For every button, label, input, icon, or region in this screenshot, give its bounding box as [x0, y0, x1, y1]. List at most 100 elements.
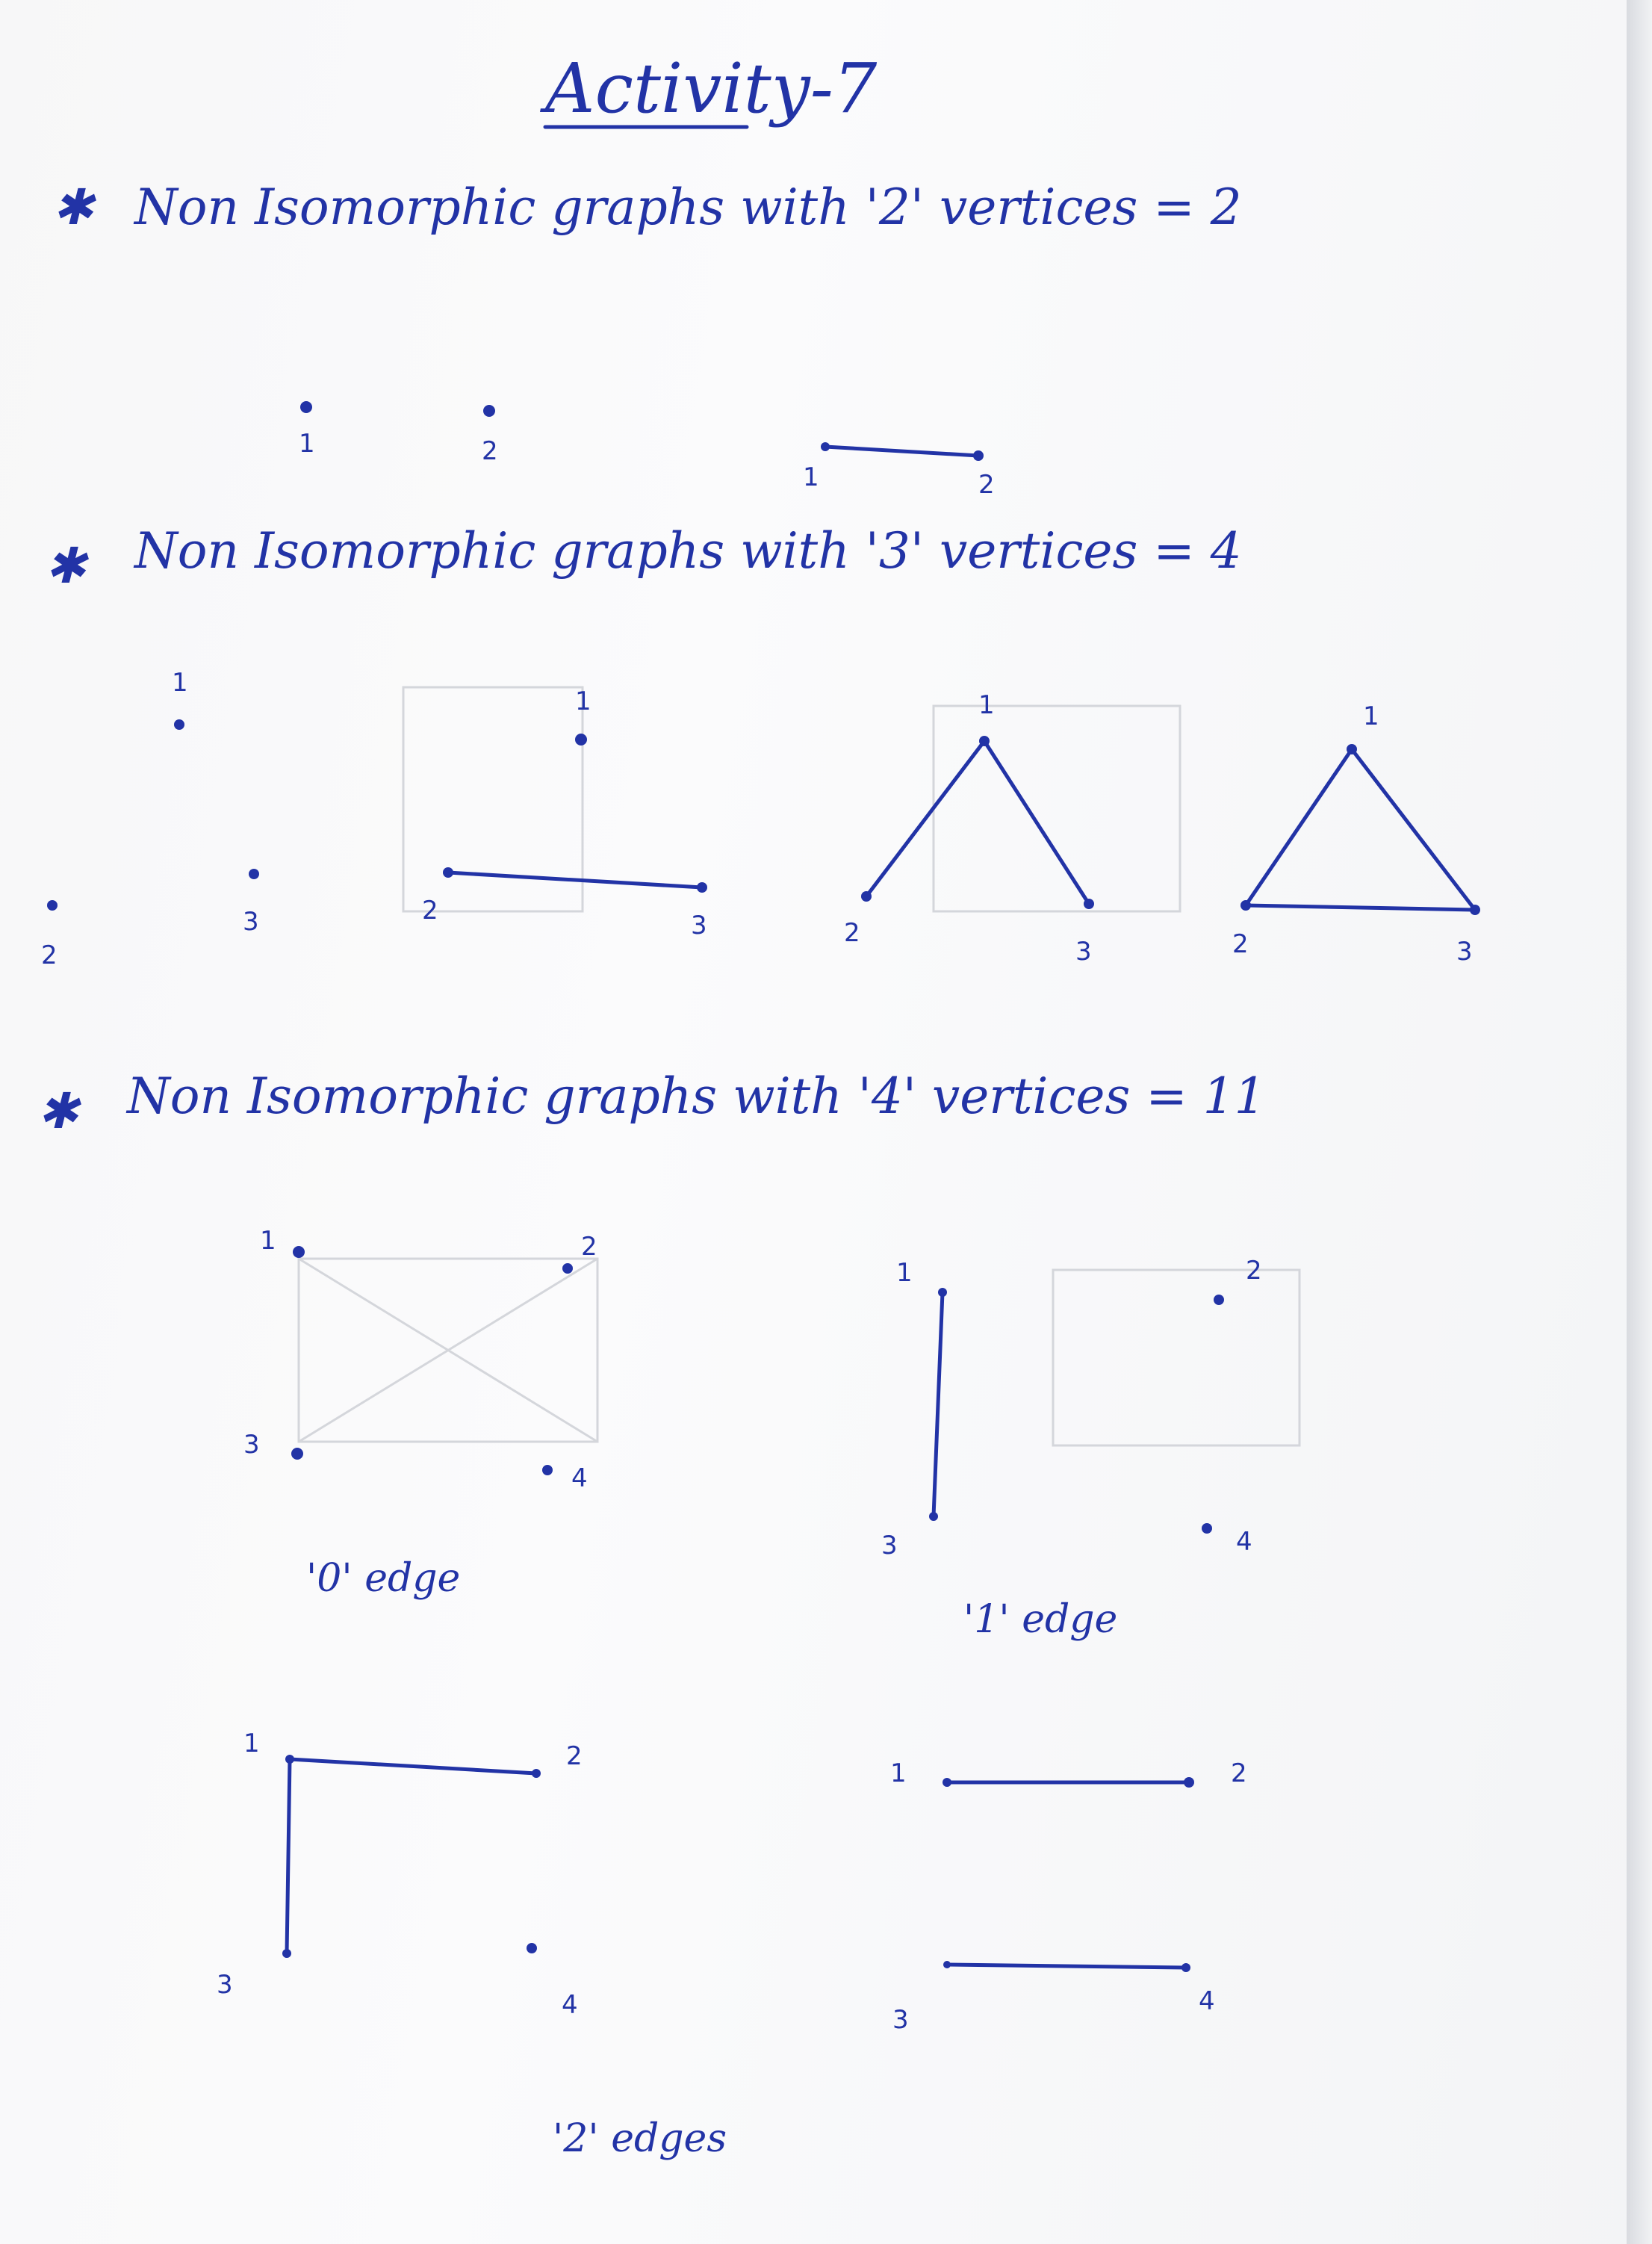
- vertex: [821, 442, 830, 451]
- graph-4v-2e-path: 1 2 3 4: [217, 1729, 583, 2020]
- section-heading: Non Isomorphic graphs with '4' vertices …: [125, 1067, 1266, 1125]
- pencil-guide-line: [298, 1257, 598, 1443]
- page-title: Activity-7: [539, 49, 878, 128]
- page-edge-shadow: [1627, 0, 1652, 2244]
- graph-3v-1e: 1 2 3: [422, 686, 707, 940]
- vertex: [1202, 1523, 1212, 1534]
- vertex: [527, 1943, 537, 1953]
- vertex: [973, 450, 984, 461]
- vertex-label: 1: [299, 429, 315, 459]
- vertex-label: 2: [1231, 1758, 1247, 1788]
- vertex-label: 1: [172, 668, 188, 698]
- vertex-label: 3: [243, 907, 259, 937]
- vertex: [532, 1769, 541, 1778]
- vertex: [300, 401, 312, 413]
- graph-caption: '0' edge: [306, 1556, 460, 1601]
- vertex: [929, 1512, 938, 1521]
- vertex: [542, 1465, 553, 1475]
- vertex-label: 1: [803, 462, 819, 492]
- bullet-mark: ✱: [52, 179, 96, 236]
- vertex: [1084, 899, 1094, 909]
- vertex: [979, 736, 990, 746]
- pencil-guide-box: [297, 1257, 599, 1443]
- vertex: [943, 1961, 951, 1968]
- vertex: [1181, 1963, 1190, 1972]
- section-heading: Non Isomorphic graphs with '3' vertices …: [133, 522, 1242, 580]
- vertex-label: 4: [571, 1463, 588, 1493]
- vertex-label: 2: [422, 896, 438, 926]
- graph-edge: [982, 739, 1091, 906]
- vertex-label: 3: [217, 1970, 233, 2000]
- vertex-label: 2: [844, 918, 860, 948]
- vertex-label: 4: [1199, 1986, 1215, 2016]
- vertex-label: 2: [566, 1741, 583, 1771]
- vertex-label: 3: [1075, 937, 1092, 967]
- vertex-label: 3: [892, 2005, 909, 2035]
- vertex-label: 3: [243, 1430, 260, 1460]
- vertex: [282, 1949, 291, 1958]
- vertex: [562, 1263, 573, 1274]
- vertex-label: 2: [482, 436, 498, 466]
- vertex: [1240, 900, 1251, 911]
- graph-caption: '1' edge: [963, 1597, 1117, 1642]
- graph-3v-2e: 1 2 3: [844, 690, 1094, 967]
- graph-edge: [446, 870, 704, 890]
- vertex: [443, 867, 453, 878]
- vertex-label: 1: [896, 1258, 913, 1288]
- graph-edge: [1242, 746, 1479, 912]
- graph-2v-0e: 1 2: [299, 401, 498, 466]
- vertex-label: 2: [1246, 1256, 1262, 1286]
- graph-edge: [931, 1290, 945, 1519]
- vertex-label: 1: [260, 1226, 276, 1256]
- section-heading: Non Isomorphic graphs with '2' vertices …: [133, 179, 1242, 236]
- vertex: [285, 1755, 294, 1764]
- vertex: [1347, 744, 1357, 754]
- vertex-label: 4: [562, 1990, 578, 2020]
- vertex-label: 4: [1236, 1527, 1252, 1557]
- vertex: [1214, 1295, 1224, 1305]
- vertex-label: 1: [978, 690, 995, 720]
- graph-edge: [285, 1757, 292, 1956]
- pencil-guide-box: [402, 686, 584, 913]
- vertex: [575, 734, 587, 746]
- vertex: [943, 1778, 951, 1787]
- vertex-label: 3: [691, 911, 707, 940]
- graph-edge: [288, 1757, 538, 1776]
- vertex-label: 3: [1456, 937, 1473, 967]
- graph-2v-1e: 1 2: [803, 442, 995, 500]
- graph-4v-2e-disjoint: 1 2 3 4: [890, 1758, 1247, 2035]
- graph-edge: [945, 1962, 1188, 1970]
- vertex: [1470, 905, 1480, 915]
- vertex-label: 2: [581, 1232, 597, 1262]
- pencil-guides: [297, 686, 1301, 1447]
- vertex: [293, 1246, 305, 1258]
- graph-4v-0e: 1 2 3 4 '0' edge: [243, 1226, 597, 1601]
- vertex-label: 2: [41, 940, 58, 970]
- pencil-guide-box: [932, 704, 1181, 913]
- bullet-mark: ✱: [45, 537, 89, 595]
- vertex-label: 1: [243, 1729, 260, 1758]
- section-caption: '2' edges: [553, 2116, 727, 2161]
- graph-edge: [864, 739, 987, 899]
- graph-4v-1e: 1 2 3 4 '1' edge: [881, 1256, 1262, 1642]
- vertex-label: 2: [1232, 929, 1249, 959]
- vertex: [697, 882, 707, 893]
- vertex: [174, 719, 184, 730]
- vertex: [249, 869, 259, 879]
- vertex: [291, 1448, 303, 1460]
- vertex: [861, 891, 872, 902]
- vertex-label: 1: [575, 686, 591, 716]
- vertex: [483, 405, 495, 417]
- vertex-label: 1: [1363, 701, 1379, 731]
- graph-edge: [823, 444, 981, 458]
- vertex-label: 2: [978, 470, 995, 500]
- bullet-mark: ✱: [37, 1082, 81, 1140]
- vertex: [1184, 1777, 1194, 1788]
- vertex: [938, 1288, 947, 1297]
- vertex: [47, 900, 58, 911]
- graph-3v-3e: 1 2 3: [1232, 701, 1480, 967]
- vertex-label: 3: [881, 1531, 898, 1560]
- graph-3v-0e: 1 2 3: [41, 668, 259, 970]
